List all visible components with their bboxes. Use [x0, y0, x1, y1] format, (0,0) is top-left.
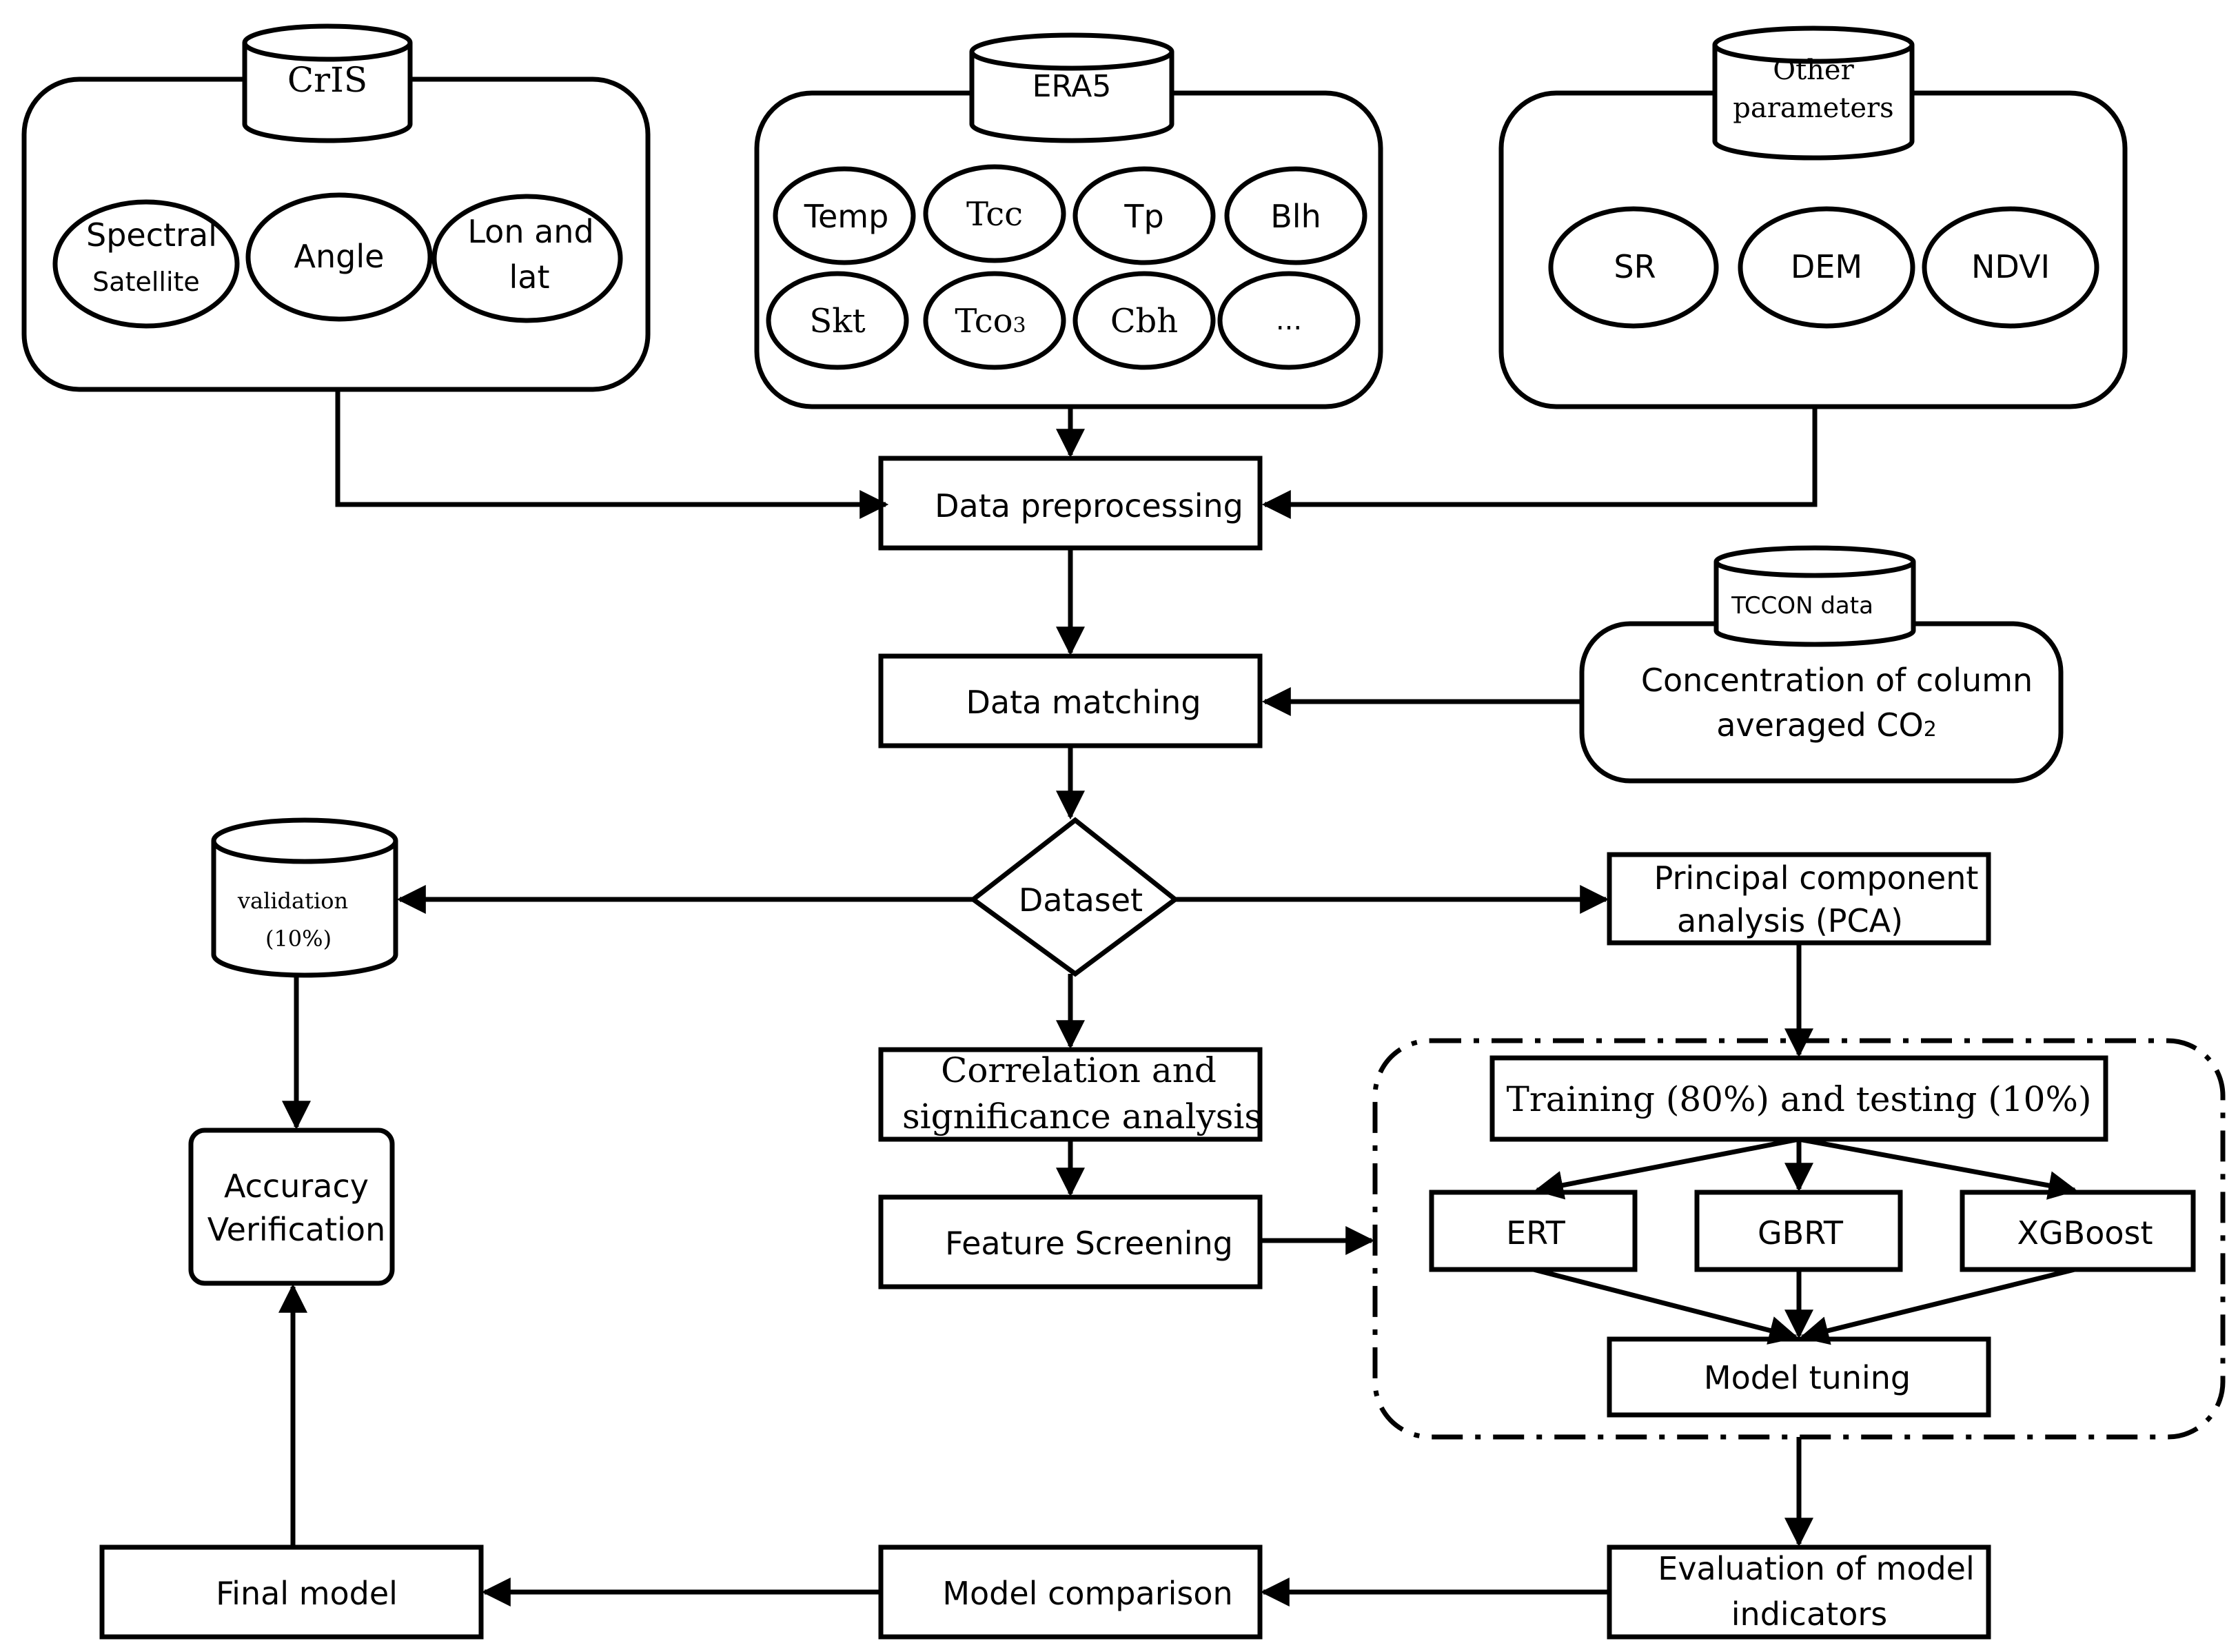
data-matching-label: Data matching	[966, 684, 1201, 721]
arrow-other-to-preprocessing	[1261, 407, 1818, 519]
training-testing-box: Training (80%) and testing (10%)	[1489, 1055, 2108, 1142]
model-comparison-label: Model comparison	[942, 1575, 1232, 1612]
cris-group: CrIS Spectral Satellite Angle Lon and la…	[21, 23, 651, 392]
other-parameters-group: Other parameters SR DEM NDVI	[1498, 26, 2128, 409]
model-tuning-label: Model tuning	[1704, 1359, 1911, 1396]
arrow-ert-to-tuning	[1533, 1267, 1799, 1345]
tccon-co2-subscript: 2	[1924, 717, 1937, 742]
cris-database-icon	[242, 23, 413, 143]
other-dem-label: DEM	[1791, 248, 1862, 285]
era5-label: ERA5	[1032, 69, 1112, 104]
pca-label-2: analysis (PCA)	[1677, 902, 1903, 939]
data-matching-box: Data matching	[878, 653, 1263, 748]
correlation-box: Correlation and significance analysis	[878, 1047, 1263, 1142]
tccon-line-2: averaged CO2	[1716, 706, 1937, 744]
tccon-co2-main: averaged CO	[1716, 706, 1923, 744]
ert-box: ERT	[1429, 1190, 1638, 1272]
tccon-database-icon	[1713, 545, 1916, 647]
cris-angle-node	[245, 192, 433, 322]
accuracy-label-1: Accuracy	[224, 1167, 369, 1205]
era5-cbh-label: Cbh	[1110, 302, 1178, 340]
data-preprocessing-box: Data preprocessing	[878, 456, 1263, 551]
era5-database-icon	[969, 32, 1174, 143]
feature-screening-label: Feature Screening	[945, 1225, 1233, 1262]
connectors	[278, 389, 2078, 1607]
xgboost-box: XGBoost	[1960, 1190, 2196, 1272]
cris-label: CrIS	[287, 60, 367, 100]
era5-group: ERA5 Temp Tcc Tp Blh Skt Tco3 Cbh ...	[754, 32, 1383, 409]
era5-temp-label: Temp	[804, 198, 889, 235]
tccon-panel	[1579, 621, 2064, 784]
cris-lonlat-label-1: Lon and	[467, 213, 593, 250]
other-parameters-label-1: Other	[1773, 54, 1854, 86]
pca-label-1: Principal component	[1654, 859, 1979, 897]
final-model-label: Final model	[216, 1575, 398, 1612]
era5-tp-label: Tp	[1123, 198, 1163, 235]
era5-blh-label: Blh	[1270, 198, 1321, 235]
gbrt-label: GBRT	[1758, 1214, 1844, 1252]
era5-skt-node	[766, 271, 909, 370]
training-testing-label: Training (80%) and testing (10%)	[1507, 1079, 2092, 1119]
ert-label: ERT	[1506, 1214, 1566, 1252]
correlation-label-1: Correlation and	[941, 1050, 1217, 1090]
era5-tcc-label: Tcc	[966, 195, 1023, 234]
tccon-line-1: Concentration of column	[1641, 662, 2033, 699]
evaluation-label-1: Evaluation of model	[1658, 1550, 1975, 1587]
evaluation-label-2: indicators	[1731, 1595, 1887, 1633]
era5-temp-node	[773, 166, 916, 265]
other-ndvi-label: NDVI	[1971, 248, 2050, 285]
accuracy-verification-box: Accuracy Verification	[188, 1128, 395, 1286]
validation-database-icon	[211, 817, 398, 978]
era5-skt-label: Skt	[809, 302, 865, 340]
correlation-label-2: significance analysis	[902, 1097, 1262, 1136]
era5-more-label: ...	[1276, 305, 1302, 336]
gbrt-box: GBRT	[1694, 1190, 1903, 1272]
cris-spectral-label: Spectral	[86, 216, 217, 254]
tccon-db-label: TCCON data	[1731, 592, 1873, 620]
validation-label-1: validation	[237, 888, 348, 914]
cris-lonlat-label-2: lat	[509, 258, 549, 296]
dataset-label: Dataset	[1019, 881, 1143, 919]
era5-cbh-node	[1072, 271, 1216, 370]
cris-lonlat-node	[431, 194, 623, 323]
era5-more-node	[1217, 271, 1361, 370]
era5-tcc-node	[923, 164, 1066, 263]
arrow-training-to-xgboost	[1798, 1136, 2078, 1200]
era5-tp-node	[1072, 166, 1216, 265]
other-parameters-database-icon	[1712, 26, 1915, 161]
tccon-group: TCCON data Concentration of column avera…	[1579, 545, 2064, 784]
era5-tco3-main: Tco	[955, 302, 1013, 340]
era5-tco3-node	[923, 271, 1066, 370]
cris-satellite-label: Satellite	[92, 267, 200, 297]
dataset-diamond: Dataset	[969, 817, 1179, 977]
data-preprocessing-label: Data preprocessing	[935, 487, 1243, 524]
feature-screening-box: Feature Screening	[878, 1194, 1263, 1289]
validation-group: validation (10%)	[211, 817, 398, 978]
cris-angle-label: Angle	[294, 238, 385, 275]
other-parameters-label-2: parameters	[1733, 92, 1893, 124]
era5-blh-node	[1224, 166, 1367, 265]
arrow-cris-to-preprocessing	[335, 389, 889, 519]
other-sr-label: SR	[1614, 248, 1656, 285]
evaluation-box: Evaluation of model indicators	[1607, 1544, 1991, 1640]
other-dem-node	[1738, 206, 1915, 329]
cris-spectral-node	[52, 199, 240, 329]
era5-tco3-subscript: 3	[1013, 314, 1026, 338]
other-sr-node	[1548, 206, 1719, 329]
other-ndvi-node	[1922, 206, 2099, 329]
model-tuning-box: Model tuning	[1607, 1336, 1991, 1418]
arrow-training-to-ert	[1534, 1136, 1800, 1200]
accuracy-label-2: Verification	[207, 1211, 385, 1248]
pca-box: Principal component analysis (PCA)	[1607, 852, 1991, 946]
arrow-xgboost-to-tuning	[1799, 1267, 2075, 1345]
xgboost-label: XGBoost	[2017, 1214, 2153, 1252]
final-model-box: Final model	[99, 1544, 484, 1640]
era5-tco3-label: Tco3	[955, 302, 1026, 340]
model-comparison-box: Model comparison	[878, 1544, 1263, 1640]
validation-label-2: (10%)	[265, 926, 332, 952]
